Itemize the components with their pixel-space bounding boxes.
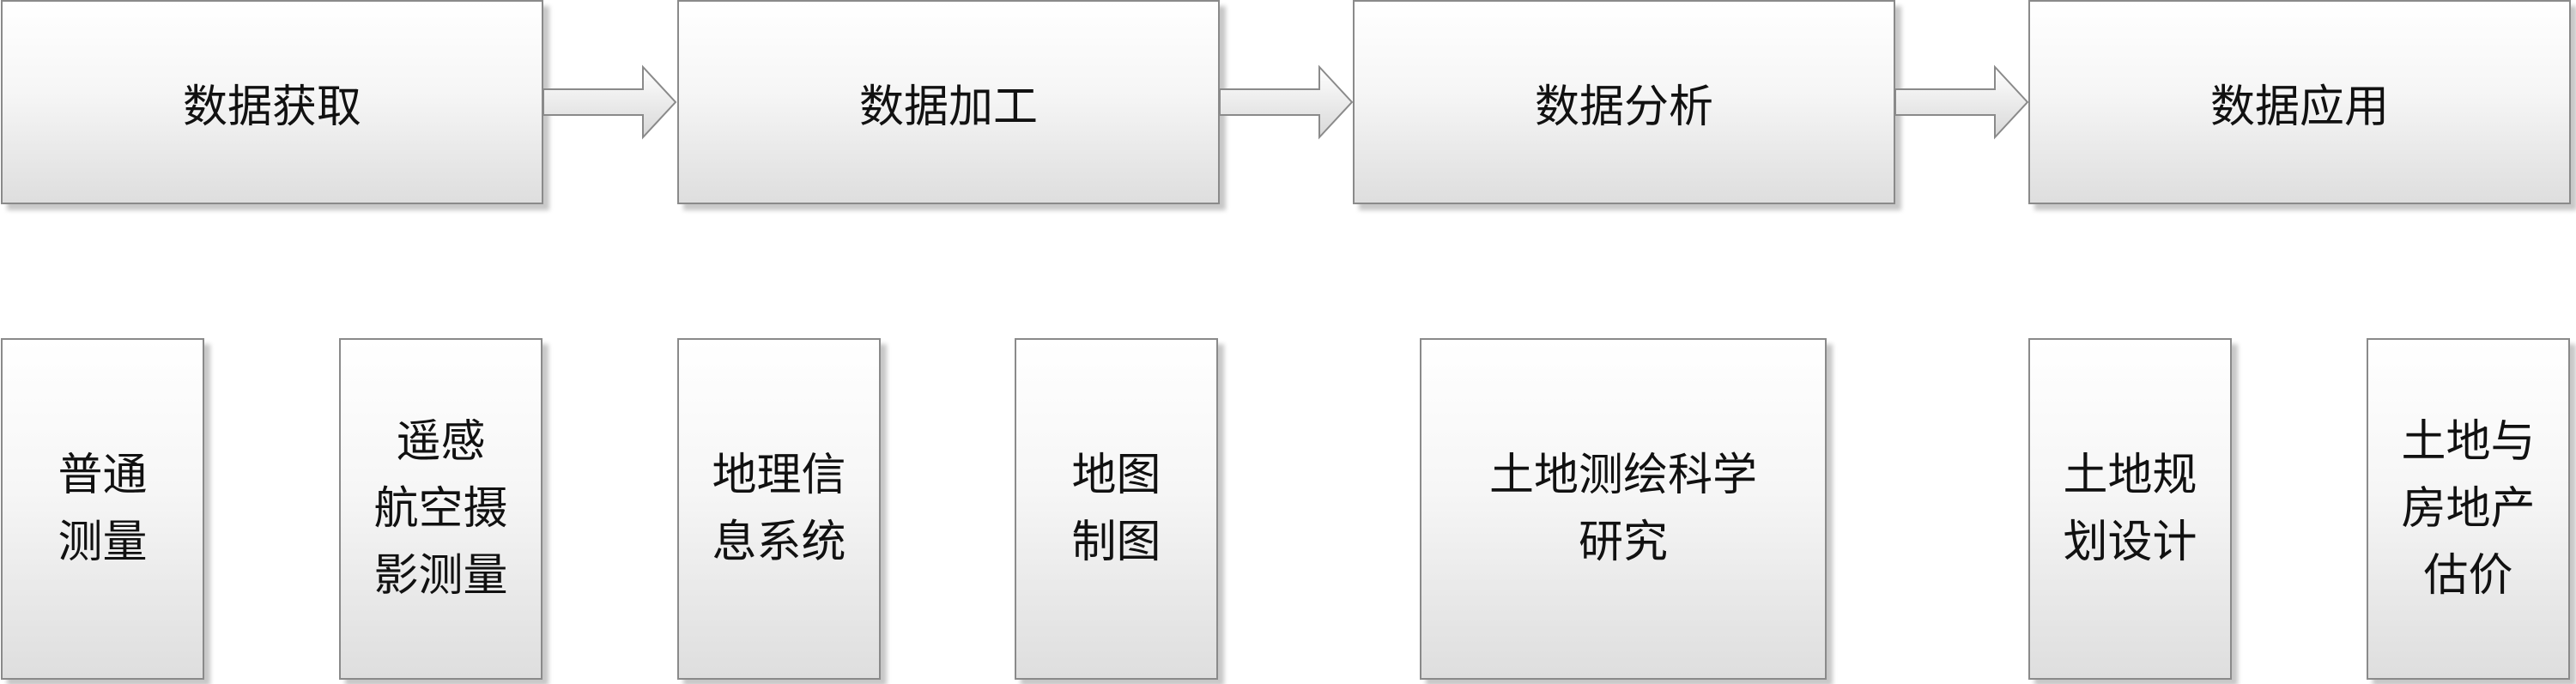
stage-label: 数据获取 [182,81,361,133]
stage-data-acquisition: 数据获取 [1,0,543,204]
app-label: 地理信 息系统 [712,450,846,568]
app-land-real-estate-valuation: 土地与 房地产 估价 [2367,338,2570,680]
flow-arrow-icon [1219,64,1354,140]
stage-label: 数据应用 [2209,81,2389,133]
flow-arrow-icon [1894,64,2029,140]
app-land-surveying-research: 土地测绘科学 研究 [1420,338,1827,680]
app-label: 地图 制图 [1071,450,1161,568]
stage-label: 数据加工 [858,81,1038,133]
app-label: 土地测绘科学 研究 [1488,450,1757,568]
app-remote-sensing-photogrammetry: 遥感 航空摄 影测量 [339,338,542,680]
stage-data-analysis: 数据分析 [1353,0,1895,204]
app-label: 普通 测量 [58,450,148,568]
flow-arrow-icon [542,64,677,140]
stage-data-processing: 数据加工 [677,0,1220,204]
app-general-survey: 普通 测量 [1,338,204,680]
app-label: 遥感 航空摄 影测量 [373,416,508,602]
app-land-planning-design: 土地规 划设计 [2028,338,2232,680]
app-label: 土地与 房地产 估价 [2401,416,2536,602]
stage-data-application: 数据应用 [2028,0,2571,204]
app-gis: 地理信 息系统 [677,338,881,680]
stage-label: 数据分析 [1534,81,1713,133]
app-cartography: 地图 制图 [1015,338,1218,680]
app-label: 土地规 划设计 [2063,450,2197,568]
